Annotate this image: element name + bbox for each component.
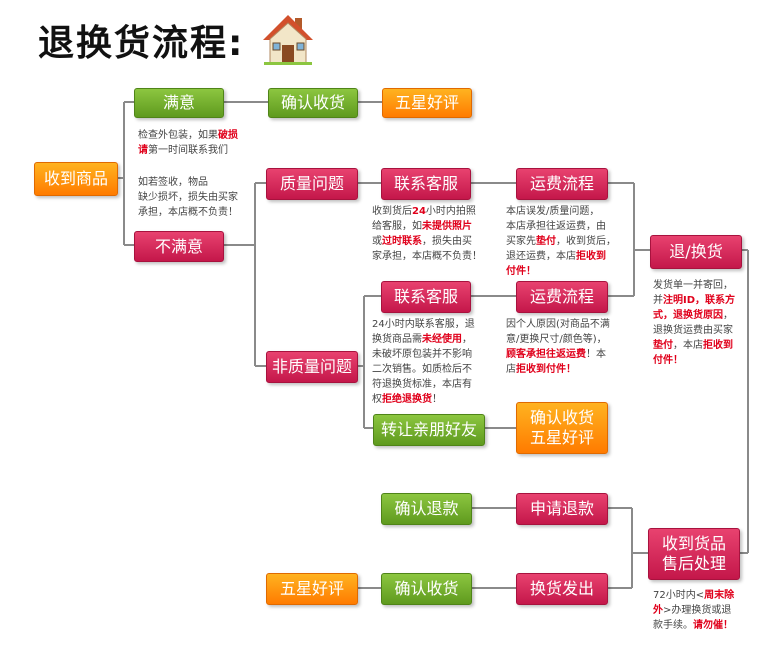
note-72h: 72小时内<周末除 外>办理换货或退 款手续。请勿催！: [653, 588, 753, 633]
node-five-star-1: 五星好评: [382, 88, 472, 118]
note-personal-reason: 因个人原因(对商品不满 意/更换尺寸/颜色等)， 顾客承担往返运费！本 店拒收到…: [506, 317, 632, 377]
node-quality-issue: 质量问题: [266, 168, 358, 200]
node-contact-cs-1: 联系客服: [381, 168, 471, 200]
node-gift-friends: 转让亲朋好友: [373, 414, 485, 446]
node-non-quality: 非质量问题: [266, 351, 358, 383]
node-unsatisfied: 不满意: [134, 231, 224, 262]
node-confirm-receipt-3: 确认收货: [381, 573, 472, 605]
node-satisfied: 满意: [134, 88, 224, 118]
node-start: 收到商品: [34, 162, 118, 196]
node-five-star-2: 五星好评: [530, 428, 594, 448]
page-title: 退换货流程:: [38, 14, 244, 66]
node-shipping-1: 运费流程: [516, 168, 608, 200]
note-check-package: 检查外包装，如果破损 请第一时间联系我们: [138, 128, 258, 158]
node-five-star-3: 五星好评: [266, 573, 358, 605]
node-exchange-shipped: 换货发出: [516, 573, 608, 605]
node-after-sale-process: 售后处理: [662, 554, 726, 574]
node-contact-cs-2: 联系客服: [381, 281, 471, 313]
note-return-instructions: 发货单一并寄回， 并注明ID，联系方 式，退换货原因， 退换货运费由买家 垫付，…: [653, 278, 753, 368]
node-confirm-receipt-2: 确认收货: [530, 408, 594, 428]
node-confirm-receipt-1: 确认收货: [268, 88, 358, 118]
node-confirm-refund: 确认退款: [381, 493, 472, 525]
node-confirm-review-2: 确认收货 五星好评: [516, 402, 608, 454]
node-after-sale: 收到货品 售后处理: [648, 528, 740, 580]
note-photo-24h: 收到货后24小时内拍照 给客服，如未提供照片 或过时联系，损失由买 家承担，本店…: [372, 204, 500, 264]
node-return-exchange: 退/换货: [650, 235, 742, 269]
note-store-pays-shipping: 本店误发/质量问题， 本店承担往返运费，由 买家先垫付，收到货后， 退还运费，本…: [506, 204, 630, 279]
house-icon: [262, 12, 314, 66]
node-shipping-2: 运费流程: [516, 281, 608, 313]
node-goods-received: 收到货品: [662, 534, 726, 554]
note-unused-goods: 24小时内联系客服，退 换货商品需未经使用， 未破坏原包装并不影响 二次销售。如…: [372, 317, 500, 407]
note-signed-damage: 如若签收，物品 缺少损坏，损失由买家 承担，本店概不负责！: [138, 175, 263, 220]
node-apply-refund: 申请退款: [516, 493, 608, 525]
